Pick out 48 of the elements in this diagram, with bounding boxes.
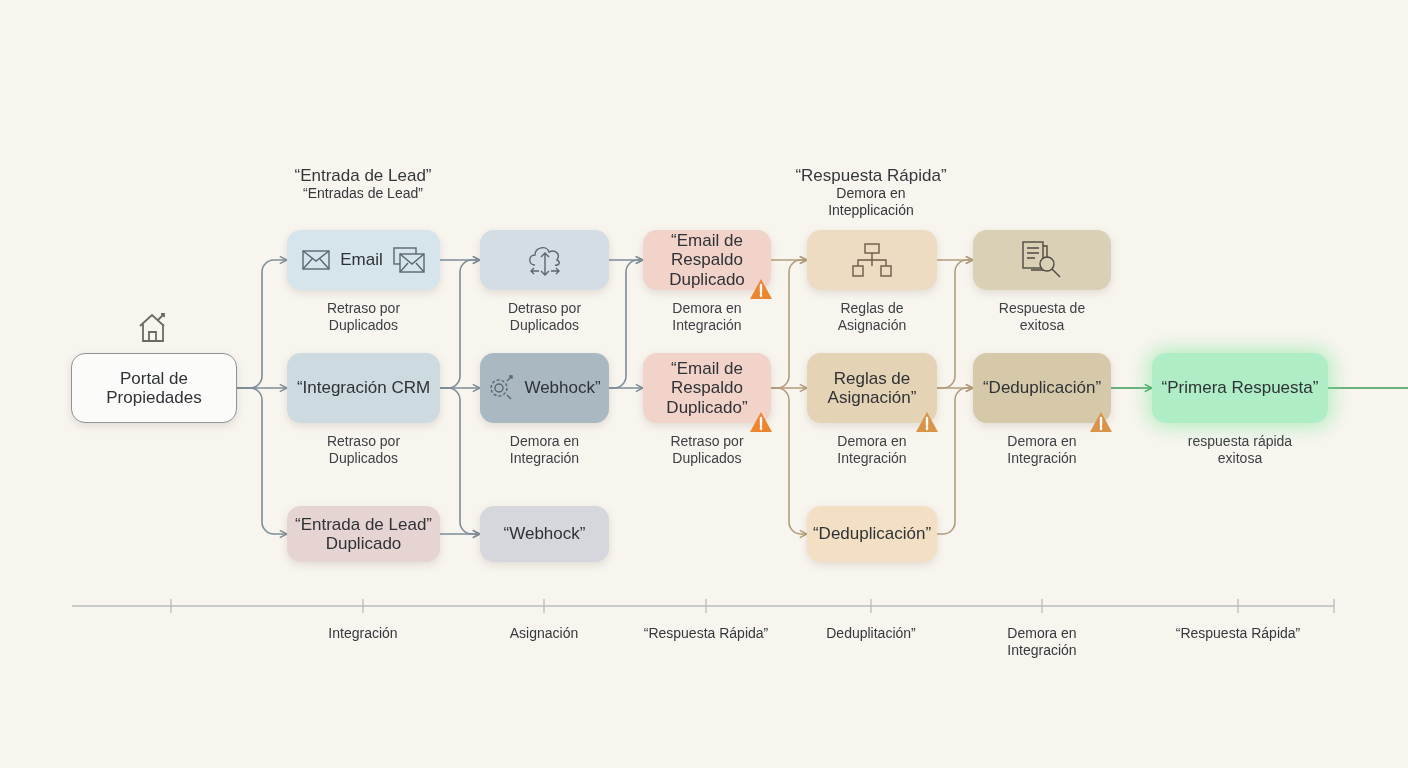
box-label: Reglas de Asignación”	[826, 368, 918, 408]
caption-text: Retraso por Duplicados	[669, 433, 745, 467]
box-label: “Deduplicación”	[812, 524, 932, 544]
section-heading: “Respuesta Rápida”	[794, 166, 948, 187]
process-box	[807, 506, 937, 562]
box-label: Portal de Propiedades	[105, 368, 203, 408]
caption-text: Demora en Integración	[508, 433, 581, 467]
process-box	[480, 506, 609, 562]
timeline-label: “Respuesta Rápida”	[642, 625, 770, 642]
process-box	[287, 506, 440, 562]
caption-text: Reglas de Asignación	[836, 300, 908, 334]
box-label: “Integración CRM	[296, 378, 431, 398]
process-box	[1152, 353, 1328, 423]
arrow	[439, 529, 481, 539]
caption-text: Demora en Integración	[671, 300, 743, 334]
timeline-label: “Respuesta Rápida”	[1174, 625, 1302, 642]
process-box	[287, 230, 440, 290]
icon-box	[973, 230, 1111, 290]
caption-text: Respuesta de exitosa	[997, 300, 1087, 334]
box-label: “Entrada de Lead” Duplicado	[293, 514, 433, 554]
icon-box	[480, 230, 609, 290]
section-subheading: “Entradas de Lead”	[302, 185, 424, 202]
arrow	[608, 383, 644, 393]
box-label: “Primera Respuesta”	[1161, 378, 1319, 398]
caption-text: Demora en Integración	[836, 433, 908, 467]
box-label: “Deduplicación”	[982, 378, 1102, 398]
caption-text: Retraso por Duplicados	[325, 300, 402, 334]
process-box	[480, 353, 609, 423]
timeline-label: Integración	[327, 625, 399, 642]
icon-box	[807, 230, 937, 290]
arrow	[936, 383, 974, 535]
arrow	[770, 387, 808, 539]
box-label: “Webhock”	[503, 524, 586, 544]
section-heading: “Entrada de Lead”	[293, 166, 433, 187]
process-box	[71, 353, 237, 423]
box-label: Email	[340, 250, 383, 270]
box-label: “Email de Respaldo Duplicado	[668, 231, 746, 289]
caption-text: Retraso por Duplicados	[325, 433, 402, 467]
box-label: “Email de Respaldo Duplicado”	[665, 359, 749, 417]
process-box	[287, 353, 440, 423]
caption-text: Detraso por Duplicados	[506, 300, 583, 334]
timeline-label: Demora en Integración	[1006, 625, 1078, 659]
arrow	[1110, 383, 1153, 393]
section-subheading: Demora en Intepplicación	[827, 185, 915, 219]
arrow	[236, 387, 288, 539]
caption-text: Demora en Integración	[1006, 433, 1078, 467]
caption-text: respuesta rápida exitosa	[1186, 433, 1294, 467]
box-label: Webhock”	[524, 378, 601, 398]
